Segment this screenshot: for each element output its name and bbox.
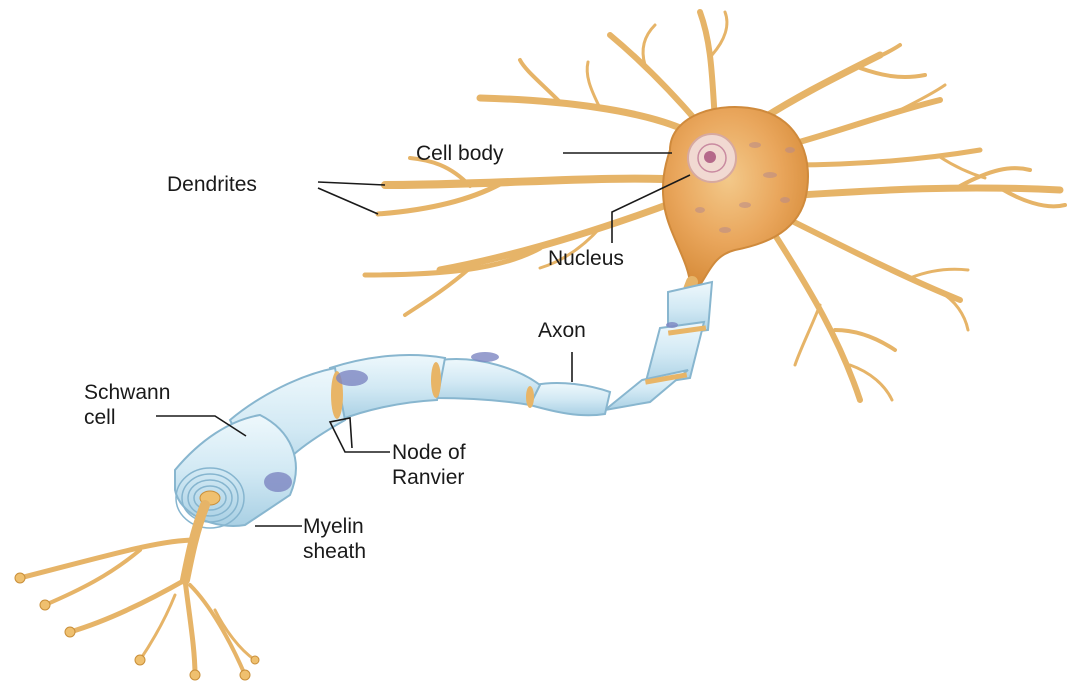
- axon-terminals: [20, 505, 255, 675]
- dendrites-leader-1: [318, 182, 385, 185]
- dendrites-label: Dendrites: [167, 172, 257, 197]
- nucleolus-shape: [704, 151, 716, 163]
- node-of-ranvier-label: Node of Ranvier: [392, 440, 466, 490]
- myelin-sheath-label: Myelin sheath: [303, 514, 366, 564]
- nucleus-label: Nucleus: [548, 246, 624, 271]
- axon-label: Axon: [538, 318, 586, 343]
- cell-body-label: Cell body: [416, 141, 504, 166]
- dendrites-leader-2: [318, 188, 378, 214]
- schwann-cell-label: Schwann cell: [84, 380, 170, 430]
